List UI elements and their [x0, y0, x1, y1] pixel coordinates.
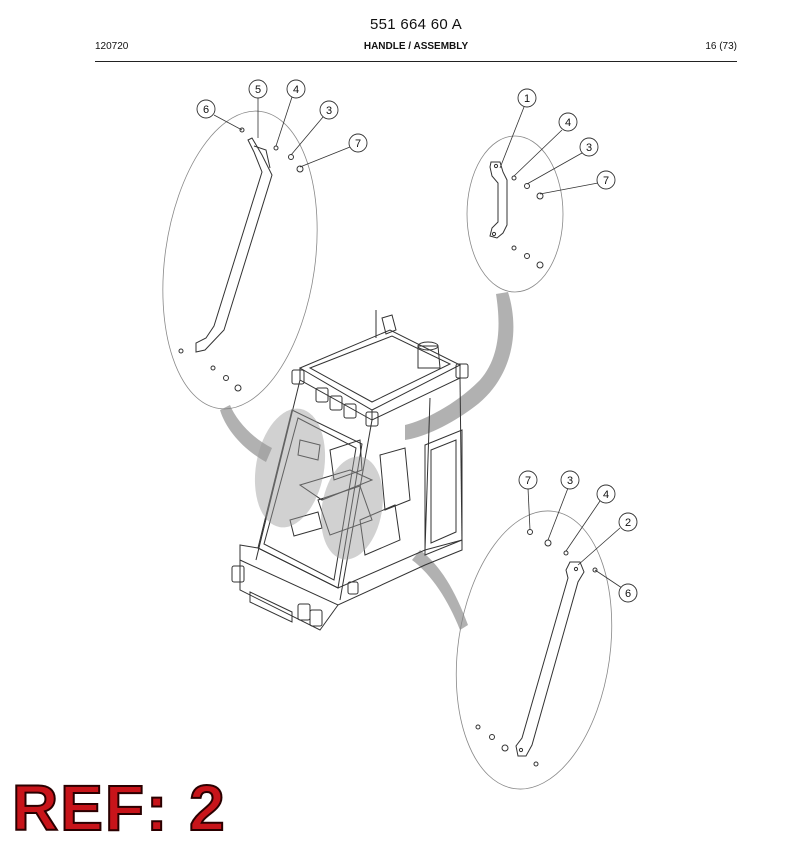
callout-4: 4 [558, 112, 578, 132]
svg-text:6: 6 [203, 104, 209, 116]
page-number: 16 (73) [705, 41, 737, 52]
callout-3: 3 [319, 100, 339, 120]
svg-text:2: 2 [625, 517, 631, 529]
cab-assembly [231, 310, 469, 631]
svg-text:4: 4 [293, 84, 299, 96]
svg-text:4: 4 [565, 117, 571, 129]
detail-leader-bands [220, 292, 514, 630]
callout-7: 7 [518, 470, 538, 490]
handle-long-left [178, 127, 304, 392]
callout-3: 3 [579, 137, 599, 157]
document-number: 551 664 60 A [369, 16, 463, 33]
cab-highlight-discs [254, 408, 383, 560]
callouts-lower-right: 7 3 4 2 6 [518, 470, 638, 603]
header-code: 120720 [95, 41, 129, 52]
callouts-upper-left: 6 5 4 3 7 [196, 79, 368, 153]
callout-7: 7 [596, 170, 616, 190]
callout-7: 7 [348, 133, 368, 153]
header-divider [95, 61, 737, 62]
svg-text:5: 5 [255, 84, 261, 96]
ref-label: REF: 2 [11, 772, 227, 844]
page-header: 120720 HANDLE / ASSEMBLY 16 (73) [95, 41, 737, 55]
svg-text:6: 6 [625, 588, 631, 600]
svg-text:1: 1 [524, 93, 530, 105]
callout-3: 3 [560, 470, 580, 490]
callout-6: 6 [618, 583, 638, 603]
page-title: HANDLE / ASSEMBLY [363, 41, 469, 52]
callout-5: 5 [248, 79, 268, 99]
callout-6: 6 [196, 99, 216, 119]
callouts-upper-right: 1 4 3 7 [517, 88, 616, 190]
handle-long-right [475, 529, 598, 767]
callout-4: 4 [286, 79, 306, 99]
svg-text:3: 3 [326, 105, 332, 117]
callout-4: 4 [596, 484, 616, 504]
callout-leaders [213, 96, 623, 589]
svg-text:4: 4 [603, 489, 609, 501]
svg-text:7: 7 [355, 138, 361, 150]
callout-2: 2 [618, 512, 638, 532]
detail-ellipses [162, 110, 613, 790]
callout-1: 1 [517, 88, 537, 108]
svg-text:7: 7 [603, 175, 609, 187]
svg-text:7: 7 [525, 475, 531, 487]
svg-text:3: 3 [567, 475, 573, 487]
svg-text:3: 3 [586, 142, 592, 154]
handle-short [489, 161, 544, 269]
